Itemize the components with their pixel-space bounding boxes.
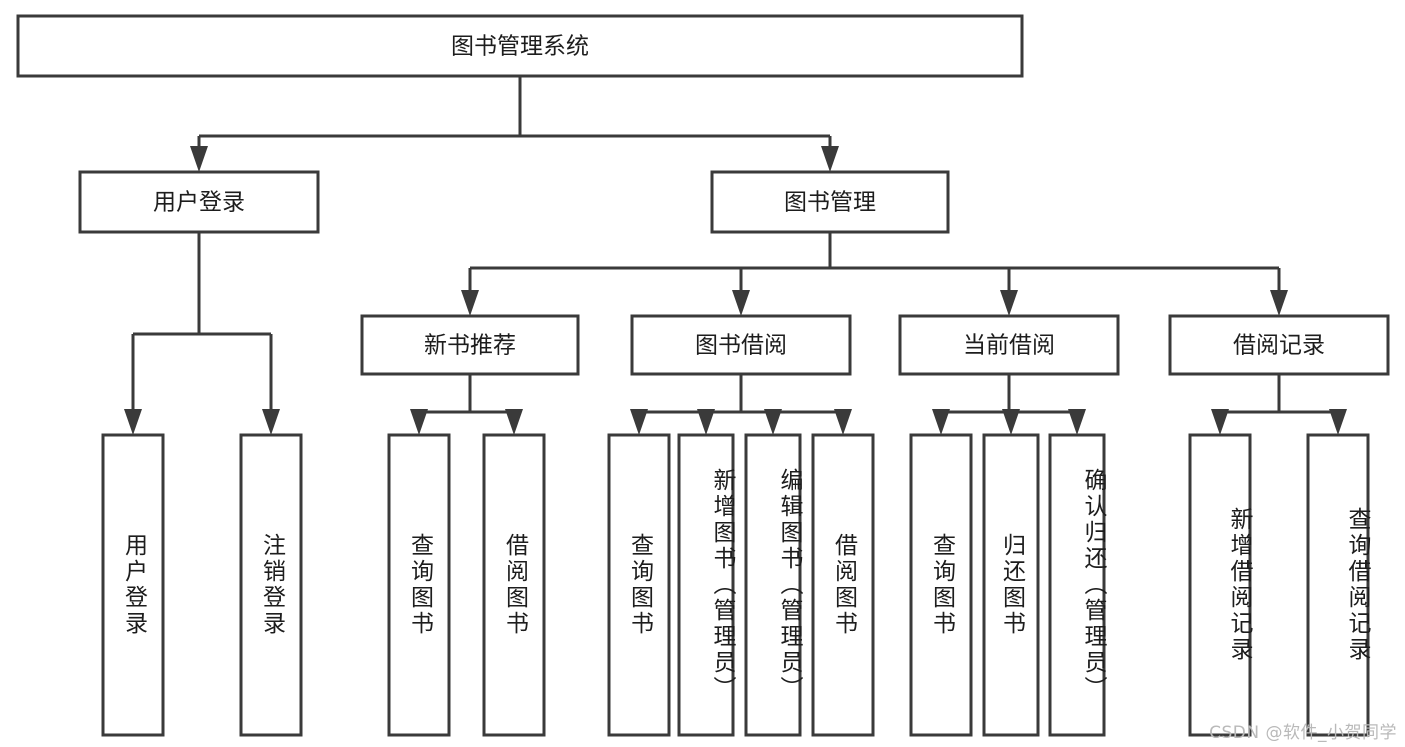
node-level3-label-0: 新书推荐 (424, 333, 516, 359)
connector-layer (124, 76, 1347, 435)
node-level2-label-0: 用户登录 (153, 190, 245, 216)
arrow-head-icon-user-0 (124, 409, 142, 435)
node-leaf-8[interactable] (909, 433, 973, 737)
node-root[interactable] (16, 14, 1024, 78)
node-leaf-0[interactable] (101, 433, 165, 737)
node-root-label: 图书管理系统 (451, 34, 589, 60)
node-level3-1[interactable] (630, 314, 852, 376)
node-leaf-7[interactable] (811, 433, 875, 737)
arrow-head-icon-book-1 (732, 290, 750, 316)
arrow-head-icon-book-0 (461, 290, 479, 316)
arrow-head-icon-user-1 (262, 409, 280, 435)
arrow-head-icon-book-2 (1000, 290, 1018, 316)
node-level2-1[interactable] (710, 170, 950, 234)
node-leaf-10[interactable] (1048, 433, 1106, 737)
node-level2-label-1: 图书管理 (784, 190, 876, 216)
node-level3-label-3: 借阅记录 (1233, 333, 1325, 359)
arrow-head-icon-l3-2-1 (1002, 409, 1020, 435)
arrow-head-icon-root-0 (190, 146, 208, 172)
arrow-head-icon-l3-1-0 (630, 409, 648, 435)
node-leaf-3[interactable] (482, 433, 546, 737)
arrow-head-icon-l3-3-1 (1329, 409, 1347, 435)
arrow-head-icon-l3-3-0 (1211, 409, 1229, 435)
node-leaf-12[interactable] (1306, 433, 1370, 737)
node-level3-label-1: 图书借阅 (695, 333, 787, 359)
arrow-head-icon-book-3 (1270, 290, 1288, 316)
node-box-layer (16, 14, 1390, 737)
arrow-head-icon-l3-0-0 (410, 409, 428, 435)
node-leaf-1[interactable] (239, 433, 303, 737)
arrow-head-icon-l3-1-3 (834, 409, 852, 435)
node-leaf-6[interactable] (744, 433, 802, 737)
node-level3-label-2: 当前借阅 (963, 333, 1055, 359)
node-level3-2[interactable] (898, 314, 1120, 376)
node-level3-0[interactable] (360, 314, 580, 376)
node-leaf-9[interactable] (982, 433, 1040, 737)
watermark-text: CSDN @软件_小贺同学 (1209, 723, 1397, 743)
node-leaf-11[interactable] (1188, 433, 1252, 737)
arrow-head-icon-l3-1-1 (697, 409, 715, 435)
node-leaf-4[interactable] (607, 433, 671, 737)
arrow-head-icon-l3-2-2 (1068, 409, 1086, 435)
arrow-head-icon-root-1 (821, 146, 839, 172)
node-level2-0[interactable] (78, 170, 320, 234)
arrow-head-icon-l3-0-1 (505, 409, 523, 435)
arrow-head-icon-l3-1-2 (764, 409, 782, 435)
arrow-head-icon-l3-2-0 (932, 409, 950, 435)
node-level3-3[interactable] (1168, 314, 1390, 376)
node-leaf-5[interactable] (677, 433, 735, 737)
node-leaf-2[interactable] (387, 433, 451, 737)
